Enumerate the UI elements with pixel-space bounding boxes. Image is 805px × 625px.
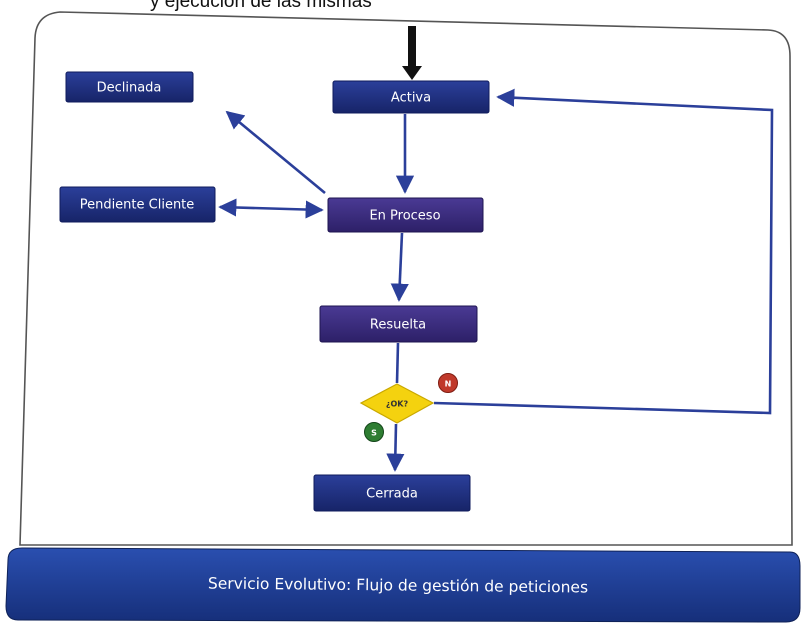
footer-title: Servicio Evolutivo: Flujo de gestión de … (208, 575, 588, 597)
arrow-enproceso-to-resuelta (390, 232, 409, 302)
arrow-decision-loop-to-activa (433, 88, 774, 415)
node-decision: ¿OK? (359, 383, 435, 424)
arrow-decision-to-cerrada (386, 423, 405, 472)
node-decision-label: ¿OK? (386, 400, 409, 409)
entry-arrow (402, 26, 422, 80)
node-cerrada-label: Cerrada (366, 487, 418, 502)
top-caption: y ejecución de las mismas (150, 0, 372, 12)
node-resuelta-label: Resuelta (370, 318, 426, 333)
node-resuelta: Resuelta (319, 305, 478, 343)
node-cerrada: Cerrada (313, 474, 471, 512)
badge-si-label: S (371, 429, 377, 438)
node-declinada: Declinada (65, 71, 194, 103)
badge-si: S (364, 422, 384, 442)
node-pendiente-cliente-label: Pendiente Cliente (80, 198, 195, 213)
node-activa: Activa (332, 80, 490, 114)
node-declinada-label: Declinada (97, 81, 162, 96)
node-pendiente-cliente: Pendiente Cliente (59, 186, 216, 223)
node-en-proceso: En Proceso (327, 197, 484, 233)
diagram-frame (19, 11, 793, 546)
arrow-enproceso-pendiente (218, 198, 324, 219)
node-activa-label: Activa (391, 91, 431, 106)
footer-banner: Servicio Evolutivo: Flujo de gestión de … (5, 547, 801, 623)
arrow-enproceso-to-declinada (225, 110, 326, 195)
badge-no: N (438, 373, 458, 393)
line-resuelta-to-decision (395, 342, 400, 384)
badge-no-label: N (445, 380, 452, 389)
node-en-proceso-label: En Proceso (369, 209, 440, 224)
